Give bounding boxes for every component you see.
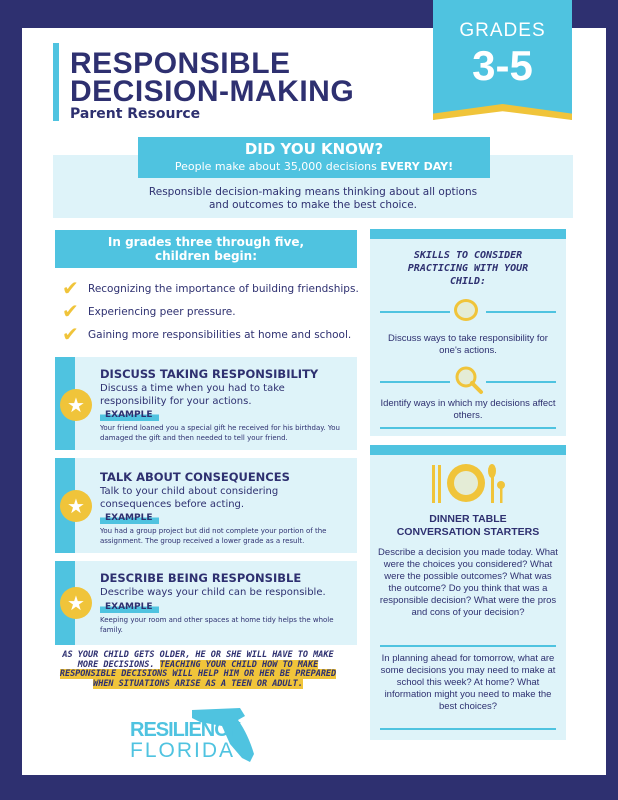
card-discuss-responsibility: ★ DISCUSS TAKING RESPONSIBILITY Discuss …: [55, 357, 357, 450]
card-body: Discuss a time when you had to take resp…: [100, 383, 285, 407]
skill-item: Discuss ways to take responsibility for …: [388, 333, 548, 356]
grades-range: 3-5: [472, 42, 533, 89]
logo-line2: FLORIDA: [130, 739, 236, 762]
example-label: EXAMPLE: [100, 601, 159, 613]
list-item: Experiencing peer pressure.: [88, 306, 236, 318]
list-item: Gaining more responsibilities at home an…: [88, 329, 352, 341]
skills-box: SKILLS TO CONSIDER PRACTICING WITH YOUR …: [370, 229, 566, 436]
closing-text: AS YOUR CHILD GETS OLDER, HE OR SHE WILL…: [62, 650, 334, 670]
magnifier-icon: [455, 366, 483, 394]
box-top-strip: [370, 445, 566, 455]
heading-line: children begin:: [154, 249, 258, 263]
florida-shape-icon: [192, 708, 254, 762]
speech-bubble-icon: [454, 299, 478, 321]
card-title: DISCUSS TAKING RESPONSIBILITY: [100, 367, 319, 381]
example-text: Your friend loaned you a special gift he…: [100, 424, 340, 442]
example-text: Keeping your room and other spaces at ho…: [100, 616, 334, 634]
checkmark-icon: ✔: [62, 299, 79, 323]
skill-item: Identify ways in which my decisions affe…: [380, 398, 556, 421]
divider: [380, 645, 556, 647]
dinner-box: DINNER TABLE CONVERSATION STARTERS Descr…: [370, 445, 566, 740]
divider: [486, 381, 556, 383]
closing-note: AS YOUR CHILD GETS OLDER, HE OR SHE WILL…: [58, 650, 338, 689]
did-you-know-fact: People make about 35,000 decisions EVERY…: [138, 160, 490, 174]
grades-ribbon: [433, 0, 572, 120]
did-you-know-body: Responsible decision-making means thinki…: [53, 186, 573, 212]
divider: [380, 427, 556, 429]
fact-text: People make about 35,000 decisions: [174, 160, 381, 173]
divider: [486, 311, 556, 313]
example-label: EXAMPLE: [100, 512, 159, 524]
dinner-paragraph: In planning ahead for tomorrow, what are…: [380, 653, 556, 712]
checkmark-icon: ✔: [62, 322, 79, 346]
body-line: Responsible decision-making means thinki…: [148, 186, 478, 198]
body-line: and outcomes to make the best choice.: [209, 199, 417, 211]
example-text: You had a group project but did not comp…: [100, 527, 327, 545]
heading-line: In grades three through five,: [107, 235, 305, 249]
card-being-responsible: ★ DESCRIBE BEING RESPONSIBLE Describe wa…: [55, 561, 357, 645]
divider: [380, 311, 450, 313]
did-you-know-header: DID YOU KNOW? People make about 35,000 d…: [138, 137, 490, 178]
page-subtitle: Parent Resource: [70, 106, 201, 122]
skills-heading: SKILLS TO CONSIDER PRACTICING WITH YOUR …: [407, 250, 529, 287]
star-icon: ★: [60, 587, 92, 619]
box-top-strip: [370, 229, 566, 239]
card-title: DESCRIBE BEING RESPONSIBLE: [100, 571, 302, 585]
dinner-heading: DINNER TABLE CONVERSATION STARTERS: [396, 513, 540, 538]
page-title-line2: DECISION-MAKING: [70, 75, 355, 108]
place-setting-icon: [432, 464, 505, 503]
did-you-know-heading: DID YOU KNOW?: [244, 140, 384, 158]
checkmark-icon: ✔: [62, 276, 79, 300]
logo-line1: RESILIENCY: [130, 719, 241, 741]
card-consequences: ★ TALK ABOUT CONSEQUENCES Talk to your c…: [55, 458, 357, 553]
star-icon: ★: [60, 490, 92, 522]
title-accent-bar: [53, 43, 59, 121]
page-title-line1: RESPONSIBLE: [70, 47, 291, 80]
fact-emphasis: EVERY DAY!: [380, 160, 454, 173]
divider: [380, 728, 556, 730]
divider: [380, 381, 450, 383]
resiliency-florida-logo: RESILIENCY FLORIDA: [130, 704, 260, 764]
grades-label: GRADES: [459, 20, 546, 41]
star-icon: ★: [60, 389, 92, 421]
list-item: Recognizing the importance of building f…: [88, 283, 359, 295]
example-label: EXAMPLE: [100, 409, 159, 421]
card-body: Describe ways your child can be responsi…: [100, 587, 326, 598]
card-body: Talk to your child about considering con…: [100, 486, 279, 510]
card-title: TALK ABOUT CONSEQUENCES: [100, 470, 290, 484]
dinner-paragraph: Describe a decision you made today. What…: [378, 547, 558, 618]
grades-section-header: In grades three through five, children b…: [55, 230, 357, 268]
